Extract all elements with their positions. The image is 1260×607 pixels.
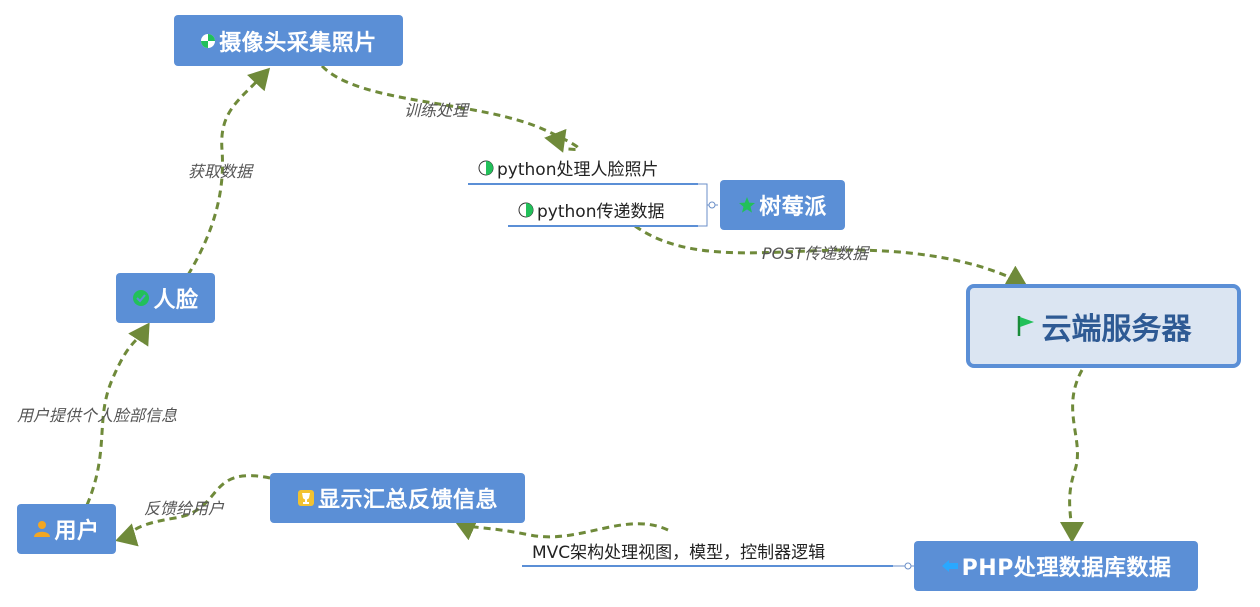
subtopic-mvc-label: MVC架构处理视图，模型，控制器逻辑: [532, 543, 826, 563]
star-icon: [738, 196, 756, 214]
person-icon: [33, 520, 51, 538]
node-php-label: PHP处理数据库数据: [961, 556, 1172, 581]
trophy-icon: [297, 489, 315, 507]
edge-label-get-data: 获取数据: [188, 162, 253, 181]
node-user-label: 用户: [54, 519, 100, 544]
node-camera-label: 摄像头采集照片: [219, 30, 377, 56]
node-display[interactable]: 显示汇总反馈信息: [270, 473, 525, 523]
edge-label-feedback-user: 反馈给用户: [144, 499, 225, 518]
edge-label-provide-face: 用户提供个人脸部信息: [17, 406, 178, 425]
node-display-label: 显示汇总反馈信息: [317, 488, 498, 513]
node-raspberry[interactable]: 树莓派: [720, 180, 845, 230]
edge-face-to-camera: [186, 67, 271, 276]
half-circle-progress-icon: [478, 160, 494, 176]
bracket-raspberry: [698, 183, 708, 227]
node-cloud-server[interactable]: 云端服务器: [966, 284, 1241, 368]
subtopic-mvc[interactable]: MVC架构处理视图，模型，控制器逻辑: [532, 538, 825, 563]
arrow-left-icon: [941, 559, 959, 573]
node-camera[interactable]: 摄像头采集照片: [174, 15, 403, 66]
edge-cloud-to-php: [1059, 369, 1084, 543]
subtopic-python-send[interactable]: python传递数据: [518, 197, 664, 222]
edge-label-post: POST传递数据: [762, 244, 869, 263]
edge-php-to-display: [454, 518, 669, 541]
subtopic-python-face-label: python处理人脸照片: [497, 160, 659, 180]
subtopic-python-face[interactable]: python处理人脸照片: [478, 155, 658, 180]
edge-python-to-cloud: [634, 224, 1028, 287]
edge-user-to-face: [85, 322, 150, 506]
flag-icon: [1016, 314, 1036, 338]
node-raspberry-label: 树莓派: [759, 195, 827, 220]
check-circle-icon: [132, 289, 150, 307]
node-face[interactable]: 人脸: [116, 273, 215, 323]
node-cloud-label: 云端服务器: [1041, 312, 1192, 347]
edge-display-to-user: [115, 474, 271, 547]
node-user[interactable]: 用户: [17, 504, 116, 554]
subtopic-python-send-label: python传递数据: [537, 202, 665, 222]
edge-camera-to-python: [320, 64, 580, 153]
node-php[interactable]: PHP处理数据库数据: [914, 541, 1198, 591]
node-face-label: 人脸: [153, 288, 199, 313]
half-circle-progress-icon: [200, 33, 216, 49]
edge-label-train: 训练处理: [404, 101, 469, 120]
half-circle-progress-icon: [518, 202, 534, 218]
